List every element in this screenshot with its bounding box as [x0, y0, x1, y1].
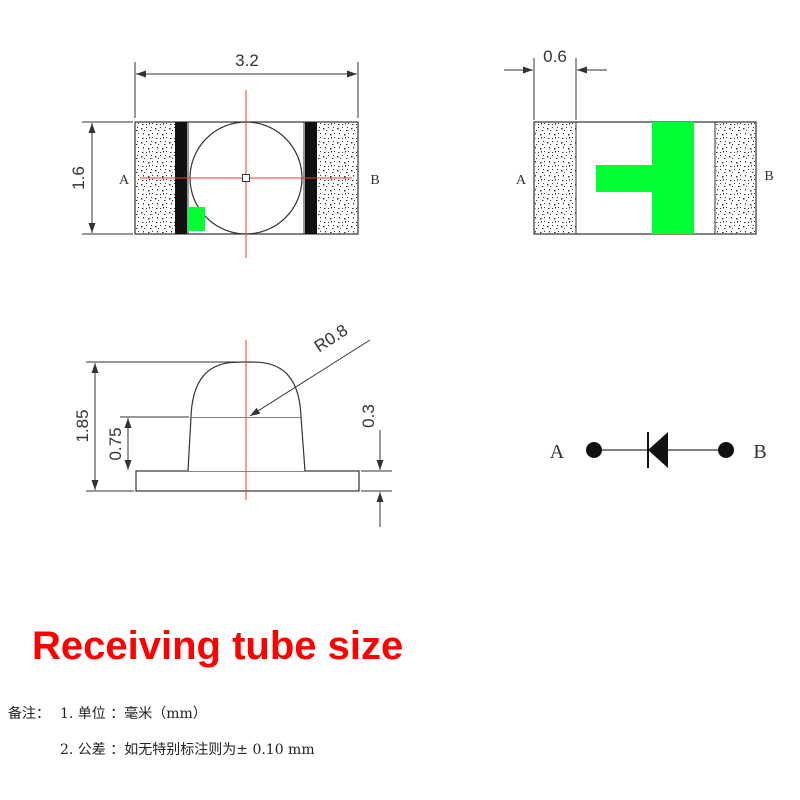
- lower-height-label: 0.75: [106, 427, 125, 460]
- note-line-1: 备注： 1. 单位 ：毫米（mm）: [8, 704, 315, 724]
- top-view-width-dimension: 3.2: [134, 51, 359, 118]
- note-unit: 1. 单位 ：毫米（mm）: [60, 706, 207, 722]
- bottom-right-terminal: [716, 123, 755, 233]
- lower-height-dimension: 0.75: [106, 416, 189, 470]
- symbol-pin-b-label: B: [753, 441, 766, 463]
- base-height-label: 0.3: [359, 404, 378, 428]
- top-view: 3.2 1.6 A B: [69, 51, 380, 258]
- dimension-drawing: 3.2 1.6 A B 0.6: [69, 47, 774, 527]
- symbol-pin-a-label: A: [550, 441, 565, 463]
- top-width-label: 3.2: [235, 51, 259, 70]
- top-pin-a-label: A: [119, 173, 130, 188]
- notes-label: 备注：: [8, 706, 50, 722]
- radius-label: R0.8: [311, 321, 351, 356]
- overall-height-dimension: 1.85: [73, 361, 244, 492]
- bottom-pin-b-label: B: [764, 169, 773, 184]
- bottom-left-terminal: [535, 123, 576, 233]
- diode-triangle: [648, 432, 668, 468]
- symbol-node-a: [586, 442, 602, 458]
- top-height-label: 1.6: [69, 166, 88, 190]
- center-marker: [242, 174, 250, 182]
- top-view-height-dimension: 1.6: [69, 121, 133, 235]
- note-line-2: 2. 公差 ：如无特别标注则为± 0.10 mm: [8, 740, 315, 760]
- top-pin-b-label: B: [370, 173, 379, 188]
- note-tolerance: 2. 公差 ：如无特别标注则为± 0.10 mm: [60, 742, 315, 758]
- base-height-dimension: 0.3: [359, 404, 392, 527]
- symbol-node-b: [718, 442, 734, 458]
- notes-block: 备注： 1. 单位 ：毫米（mm） 2. 公差 ：如无特别标注则为± 0.10 m…: [8, 704, 315, 760]
- overall-height-label: 1.85: [73, 409, 92, 442]
- bottom-pin-a-label: A: [516, 173, 527, 188]
- cathode-t-mark: [596, 122, 694, 234]
- bottom-view-width-dimension: 0.6: [504, 47, 607, 120]
- bottom-view: 0.6 A B: [504, 47, 774, 235]
- figure-title: Receiving tube size: [32, 624, 404, 668]
- bottom-width-label: 0.6: [543, 47, 567, 66]
- diode-symbol: A B: [550, 432, 767, 468]
- side-view: R0.8 1.85 0.75 0.3: [73, 321, 392, 527]
- side-substrate: [135, 470, 360, 492]
- polarity-mark: [188, 207, 205, 231]
